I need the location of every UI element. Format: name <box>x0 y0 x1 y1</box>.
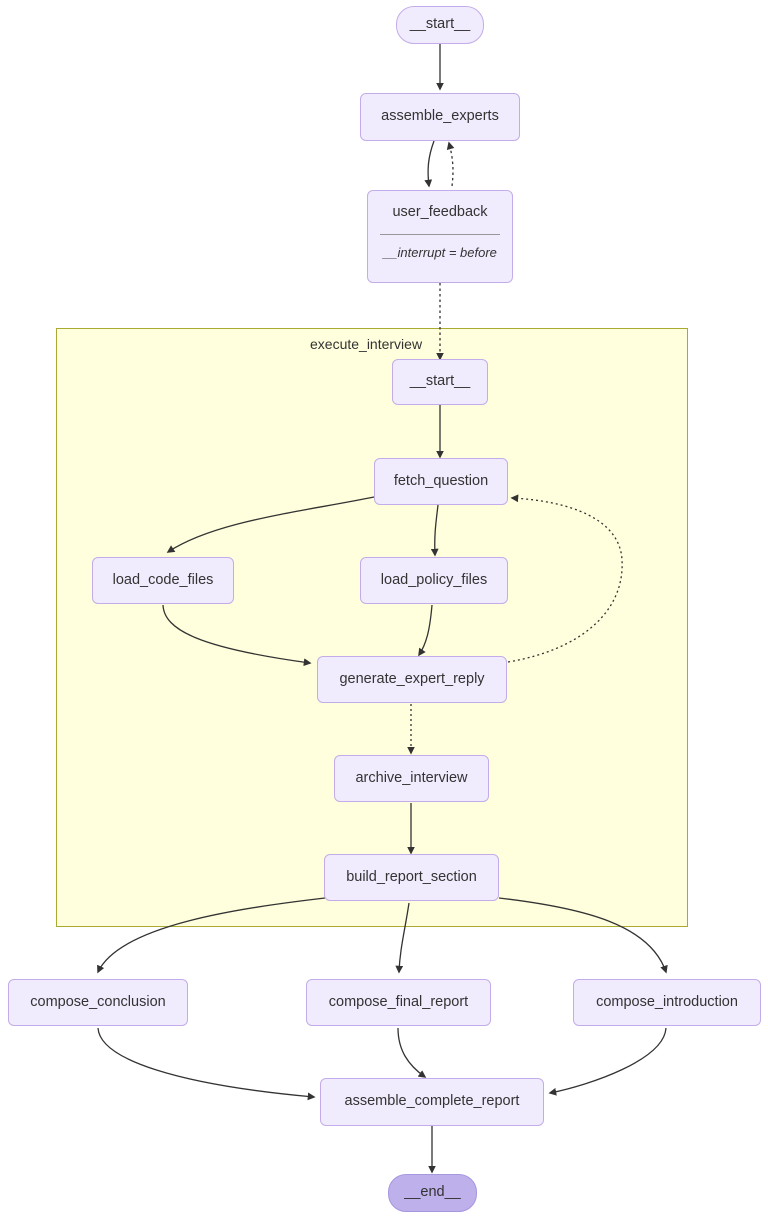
node-load-code-files-label: load_code_files <box>112 571 214 588</box>
node-archive-interview[interactable]: archive_interview <box>334 755 489 802</box>
node-compose-conclusion-label: compose_conclusion <box>30 993 166 1010</box>
node-start-inner-label: __start__ <box>409 373 471 390</box>
node-user-feedback-divider <box>379 233 501 235</box>
subgraph-execute-interview <box>56 328 688 927</box>
node-end-outer-label: __end__ <box>404 1184 461 1201</box>
edge-compose-final-report-to-assemble-complete-report <box>397 1027 427 1078</box>
edge-assemble-experts-to-user-feedback <box>424 140 435 188</box>
node-archive-interview-label: archive_interview <box>355 769 468 786</box>
node-start-outer[interactable]: __start__ <box>396 6 484 44</box>
subgraph-execute-interview-label: execute_interview <box>310 336 423 352</box>
node-build-report-section[interactable]: build_report_section <box>324 854 499 901</box>
node-fetch-question[interactable]: fetch_question <box>374 458 508 505</box>
edge-user-feedback-to-assemble-experts <box>446 141 455 187</box>
node-generate-expert-reply[interactable]: generate_expert_reply <box>317 656 507 703</box>
node-load-policy-files-label: load_policy_files <box>380 571 488 588</box>
node-compose-final-report-label: compose_final_report <box>328 993 469 1010</box>
node-assemble-complete-report[interactable]: assemble_complete_report <box>320 1078 544 1126</box>
node-start-outer-label: __start__ <box>409 16 471 33</box>
node-compose-conclusion[interactable]: compose_conclusion <box>8 979 188 1026</box>
node-generate-expert-reply-label: generate_expert_reply <box>339 670 485 687</box>
node-assemble-complete-report-label: assemble_complete_report <box>344 1093 520 1110</box>
node-user-feedback-meta: __interrupt = before <box>383 244 497 260</box>
edge-compose-conclusion-to-assemble-complete-report <box>97 1027 316 1101</box>
node-end-outer[interactable]: __end__ <box>388 1174 477 1212</box>
node-compose-introduction-label: compose_introduction <box>596 993 738 1010</box>
node-user-feedback[interactable]: user_feedback __interrupt = before <box>367 190 513 283</box>
node-compose-final-report[interactable]: compose_final_report <box>306 979 491 1026</box>
node-assemble-experts[interactable]: assemble_experts <box>360 93 520 141</box>
node-start-inner[interactable]: __start__ <box>392 359 488 405</box>
node-assemble-experts-label: assemble_experts <box>381 108 499 125</box>
node-load-code-files[interactable]: load_code_files <box>92 557 234 604</box>
node-load-policy-files[interactable]: load_policy_files <box>360 557 508 604</box>
node-fetch-question-label: fetch_question <box>393 472 489 489</box>
edge-compose-introduction-to-assemble-complete-report <box>548 1027 667 1096</box>
node-build-report-section-label: build_report_section <box>346 868 477 885</box>
node-compose-introduction[interactable]: compose_introduction <box>573 979 761 1026</box>
node-user-feedback-label: user_feedback <box>392 204 488 220</box>
